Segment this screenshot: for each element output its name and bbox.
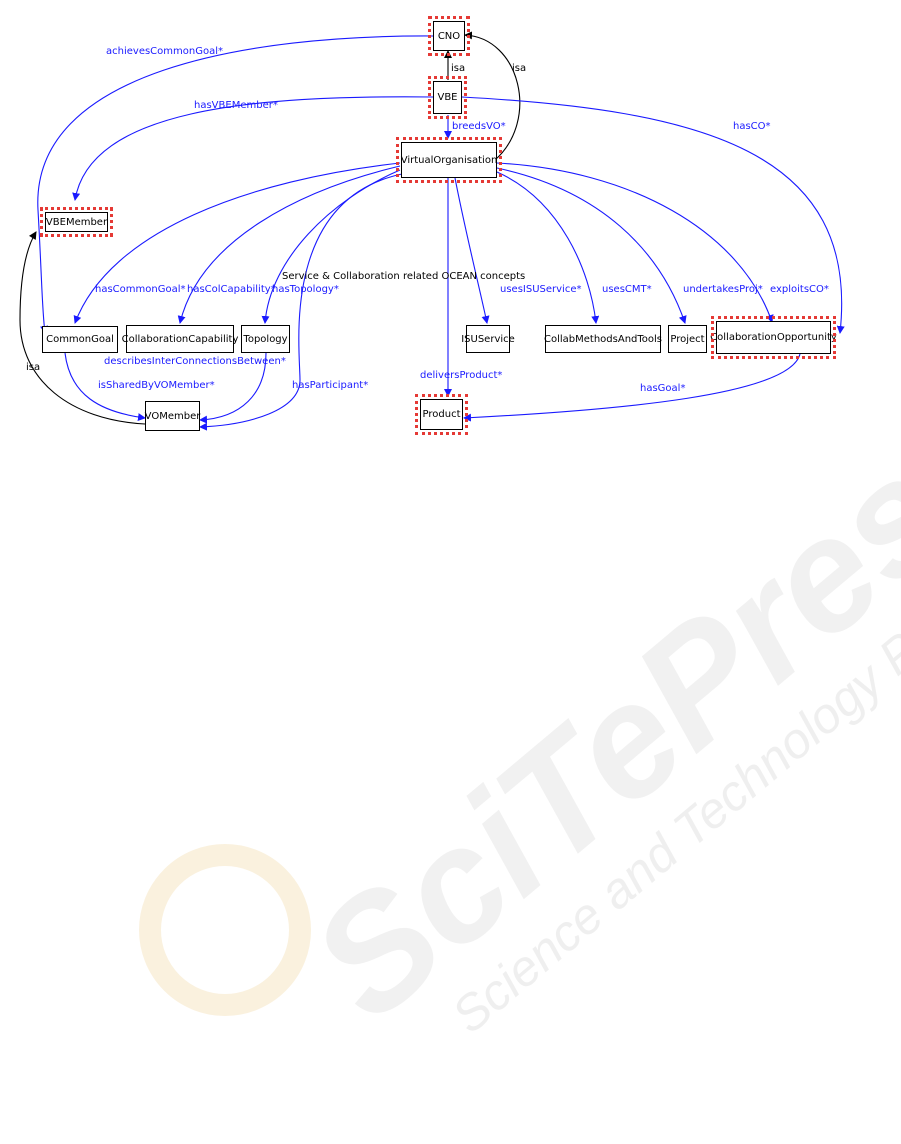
edge-uses-cmt: [496, 171, 600, 324]
node-collaboration-capability[interactable]: CollaborationCapability: [122, 325, 238, 353]
node-cno[interactable]: CNO: [428, 16, 470, 56]
edge-has-col-capability: [177, 165, 401, 324]
edge-label-delivers-product: deliversProduct*: [420, 370, 503, 381]
edge-label-undertakes-proj: undertakesProj*: [683, 284, 763, 295]
edge-label-breeds-vo: breedsVO*: [452, 121, 506, 132]
edge-label-has-common-goal: hasCommonGoal*: [95, 284, 186, 295]
edge-describes-interconnections: [199, 352, 267, 424]
edge-label-isa-vomember-vbemember: isa: [26, 362, 41, 373]
edge-has-vbe-member: [72, 96, 434, 201]
edge-has-common-goal: [73, 162, 401, 324]
edge-label-has-vbe-member: hasVBEMember*: [194, 100, 278, 111]
edge-has-co: [461, 96, 845, 334]
edge-has-participant: [199, 173, 403, 431]
node-project[interactable]: Project: [668, 325, 707, 353]
edge-exploits-co: [496, 162, 774, 323]
node-collaboration-opportunity[interactable]: CollaborationOpportunity: [710, 316, 837, 359]
edge-uses-isu-service: [454, 177, 490, 324]
edge-label-describes-interconnections: describesInterConnectionsBetween*: [104, 356, 286, 367]
edge-label-isa-vbe-cno: isa: [451, 63, 466, 74]
node-vbe[interactable]: VBE: [428, 76, 467, 119]
edge-has-topology: [261, 169, 401, 324]
edge-label-has-goal: hasGoal*: [640, 383, 686, 394]
node-topology[interactable]: Topology: [241, 325, 290, 353]
edge-is-shared-by-vo-member: [64, 352, 146, 422]
node-isu-service[interactable]: ISUService: [461, 325, 515, 353]
edge-achieves-common-goal: [37, 35, 434, 334]
edge-label-exploits-co: exploitsCO*: [770, 284, 829, 295]
edge-label-has-participant: hasParticipant*: [292, 380, 369, 391]
edge-label-has-col-capability: hasColCapability*: [187, 284, 276, 295]
node-virtual-organisation[interactable]: VirtualOrganisation: [396, 137, 502, 183]
edge-label-achieves-common-goal: achievesCommonGoal*: [106, 46, 223, 57]
edge-label-is-shared-by-vo-member: isSharedByVOMember*: [98, 380, 215, 391]
edge-isa-vo-cno: [464, 31, 521, 161]
node-collab-methods-and-tools[interactable]: CollabMethodsAndTools: [544, 325, 662, 353]
diagram-title: Service & Collaboration related OCEAN co…: [282, 271, 526, 282]
node-common-goal[interactable]: CommonGoal: [42, 326, 118, 353]
edge-undertakes-proj: [496, 167, 687, 324]
node-vbe-member[interactable]: VBEMember: [40, 207, 113, 237]
edge-label-uses-cmt: usesCMT*: [602, 284, 652, 295]
edge-label-has-topology: hasTopology*: [272, 284, 339, 295]
node-product[interactable]: Product: [415, 394, 468, 435]
node-vo-member[interactable]: VOMember: [145, 401, 200, 431]
edge-label-uses-isu-service: usesISUService*: [500, 284, 582, 295]
edge-label-isa-vo-cno: isa: [512, 63, 527, 74]
edge-isa-vomember-vbemember: [19, 231, 146, 425]
edge-has-goal: [463, 353, 801, 422]
edge-label-has-co: hasCO*: [733, 121, 771, 132]
